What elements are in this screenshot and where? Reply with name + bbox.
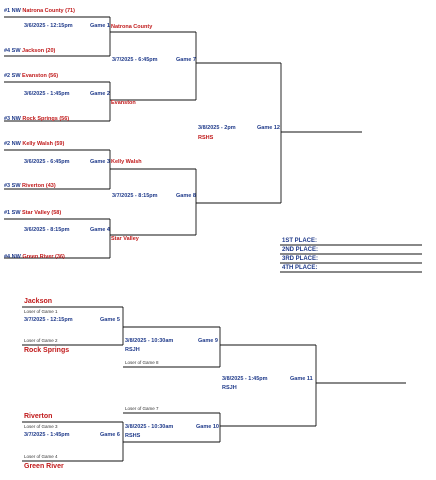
first-place-label: 1ST PLACE:	[282, 238, 318, 244]
game6-top-team: Riverton	[24, 413, 53, 420]
game6-label: Game 6	[100, 432, 120, 438]
game2-winner: Evanston	[111, 100, 136, 106]
game5-top-note: Loser of Game 1	[24, 309, 58, 314]
game10-date: 3/8/2025 - 10:30am	[125, 424, 174, 430]
team-name: Rock Springs (56)	[22, 116, 70, 122]
game11-label: Game 11	[290, 376, 313, 382]
team-name: Riverton (43)	[22, 183, 56, 189]
game4-bottom-entry: #4 NW Green River (36)	[4, 254, 65, 261]
game4-date: 3/6/2025 - 8:15pm	[24, 227, 70, 233]
game3-date: 3/6/2025 - 6:45pm	[24, 159, 70, 165]
game1-label: Game 1	[90, 23, 110, 29]
game9-date: 3/8/2025 - 10:30am	[125, 338, 174, 344]
second-place-label: 2ND PLACE:	[282, 247, 319, 253]
seed-label: #3 NW	[4, 116, 21, 122]
game5-date: 3/7/2025 - 12:15pm	[24, 317, 73, 323]
game11-date: 3/8/2025 - 1:45pm	[222, 376, 268, 382]
game10-label: Game 10	[196, 424, 219, 430]
game8-label: Game 8	[176, 193, 196, 199]
game12-date: 3/8/2025 - 2pm	[198, 125, 236, 131]
game8-date: 3/7/2025 - 8:15pm	[112, 193, 158, 199]
team-name: Jackson (20)	[22, 48, 56, 54]
game3-winner: Kelly Walsh	[111, 159, 142, 165]
team-name: Green River (36)	[22, 254, 65, 260]
third-place-label: 3RD PLACE:	[282, 256, 319, 262]
team-name: Natrona County (71)	[22, 8, 75, 14]
game4-top-entry: #1 SW Star Valley (58)	[4, 210, 62, 217]
game5-top-team: Jackson	[24, 298, 53, 305]
game2-label: Game 2	[90, 91, 110, 97]
game4-winner: Star Valley	[111, 236, 139, 242]
team-name: Star Valley (58)	[22, 210, 62, 216]
game7-label: Game 7	[176, 57, 196, 63]
game9-bottom-note: Loser of Game 8	[125, 360, 159, 365]
seed-label: #3 SW	[4, 183, 21, 189]
game9-label: Game 9	[198, 338, 218, 344]
game3-bottom-entry: #3 SW Riverton (43)	[4, 183, 56, 190]
seed-label: #2 NW	[4, 141, 21, 147]
game1-winner: Natrona County	[111, 24, 153, 30]
game12-label: Game 12	[257, 125, 280, 131]
game4-label: Game 4	[90, 227, 110, 233]
game1-top-entry: #1 NW Natrona County (71)	[4, 8, 75, 15]
game6-bottom-team: Green River	[24, 463, 64, 470]
game6-top-note: Loser of Game 3	[24, 424, 58, 429]
team-name: Kelly Walsh (59)	[22, 141, 65, 147]
seed-label: #2 SW	[4, 73, 21, 79]
game2-top-entry: #2 SW Evanston (56)	[4, 73, 59, 80]
game10-venue: RSHS	[125, 433, 141, 439]
game11-venue: RSJH	[222, 385, 237, 391]
seed-label: #1 NW	[4, 8, 21, 14]
game6-date: 3/7/2025 - 1:45pm	[24, 432, 70, 438]
game5-bottom-team: Rock Springs	[24, 347, 70, 354]
game6-bottom-note: Loser of Game 4	[24, 454, 58, 459]
seed-label: #4 SW	[4, 48, 21, 54]
team-name: Evanston (56)	[22, 73, 59, 79]
seed-label: #4 NW	[4, 254, 21, 260]
game10-top-note: Loser of Game 7	[125, 406, 159, 411]
game2-bottom-entry: #3 NW Rock Springs (56)	[4, 116, 70, 123]
game7-date: 3/7/2025 - 6:45pm	[112, 57, 158, 63]
game3-label: Game 3	[90, 159, 110, 165]
game2-date: 3/6/2025 - 1:45pm	[24, 91, 70, 97]
game1-bottom-entry: #4 SW Jackson (20)	[4, 48, 56, 55]
game5-bottom-note: Loser of Game 2	[24, 338, 58, 343]
fourth-place-label: 4TH PLACE:	[282, 265, 318, 271]
game5-label: Game 5	[100, 317, 120, 323]
seed-label: #1 SW	[4, 210, 21, 216]
game9-venue: RSJH	[125, 347, 140, 353]
game12-venue: RSHS	[198, 135, 214, 141]
game1-date: 3/6/2025 - 12:15pm	[24, 23, 73, 29]
game3-top-entry: #2 NW Kelly Walsh (59)	[4, 141, 65, 148]
